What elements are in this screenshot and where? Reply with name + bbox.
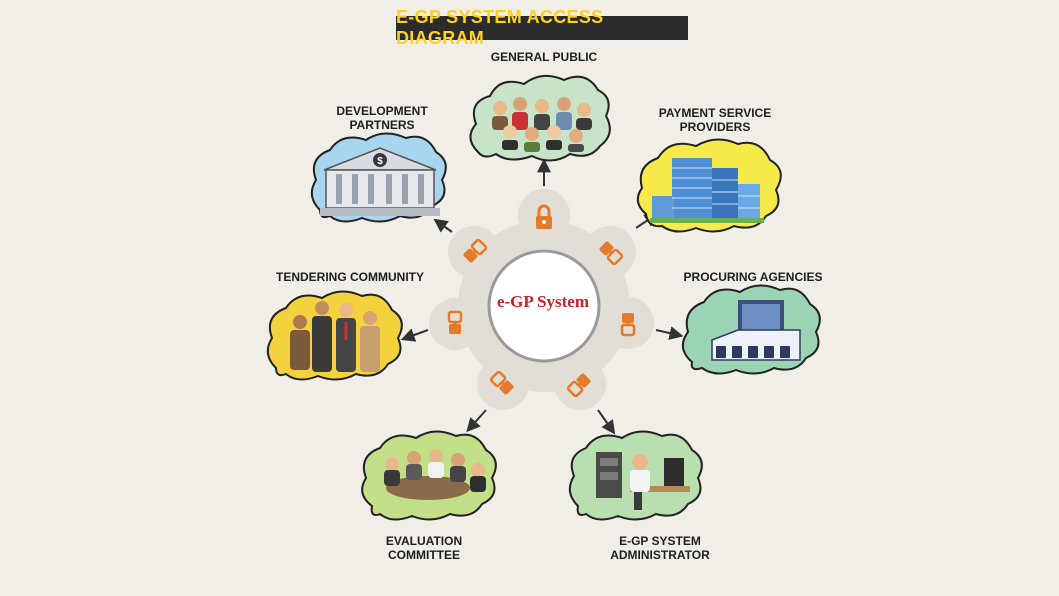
label-development-partners: DEVELOPMENT PARTNERS	[336, 104, 428, 132]
arrow-to-tendering-community	[400, 328, 429, 342]
cloud-tendering-community	[266, 290, 403, 381]
cloud-egp-system-administrator	[568, 430, 703, 521]
cloud-payment-service-providers	[636, 138, 782, 233]
label-procuring-agencies: PROCURING AGENCIES	[683, 270, 823, 284]
connector-plug-icon	[599, 241, 624, 266]
office-buildings-illustration	[650, 158, 764, 223]
connector-plug-icon	[463, 238, 488, 263]
label-tendering-community: TENDERING COMMUNITY	[276, 270, 424, 284]
center-label: e-GP System	[496, 292, 590, 311]
meeting-table-illustration	[384, 449, 486, 500]
cloud-general-public	[469, 74, 611, 162]
business-people-illustration	[290, 301, 380, 372]
cloud-procuring-agencies	[681, 284, 821, 375]
label-payment-service-providers: PAYMENT SERVICE PROVIDERS	[658, 106, 772, 134]
diagram-title: E-GP SYSTEM ACCESS DIAGRAM	[396, 7, 604, 48]
padlock-icon	[536, 204, 552, 229]
cloud-evaluation-committee	[361, 430, 497, 521]
arrow-to-development-partners	[433, 218, 453, 233]
diagram-title-box: E-GP SYSTEM ACCESS DIAGRAM	[396, 7, 688, 48]
currency-sign: $	[377, 156, 383, 167]
connector-plug-icon	[620, 313, 636, 337]
label-general-public: GENERAL PUBLIC	[490, 50, 598, 64]
people-crowd-illustration	[492, 97, 592, 152]
administrator-desk-illustration	[596, 452, 690, 510]
connector-plug-icon	[447, 310, 463, 334]
connector-plug-icon	[566, 373, 591, 398]
arrow-to-evaluation-committee	[466, 409, 487, 433]
cloud-development-partners: $	[310, 132, 447, 223]
center-hub	[487, 249, 601, 363]
arrow-to-egp-system-administrator	[597, 409, 616, 435]
label-egp-system-administrator: E-GP SYSTEM ADMINISTRATOR	[610, 534, 710, 562]
warehouse-illustration	[711, 300, 801, 361]
arrow-to-procuring-agencies	[655, 326, 684, 340]
bank-building-illustration: $	[320, 147, 440, 216]
label-evaluation-committee: EVALUATION COMMITTEE	[385, 534, 463, 562]
connector-plug-icon	[489, 370, 514, 395]
